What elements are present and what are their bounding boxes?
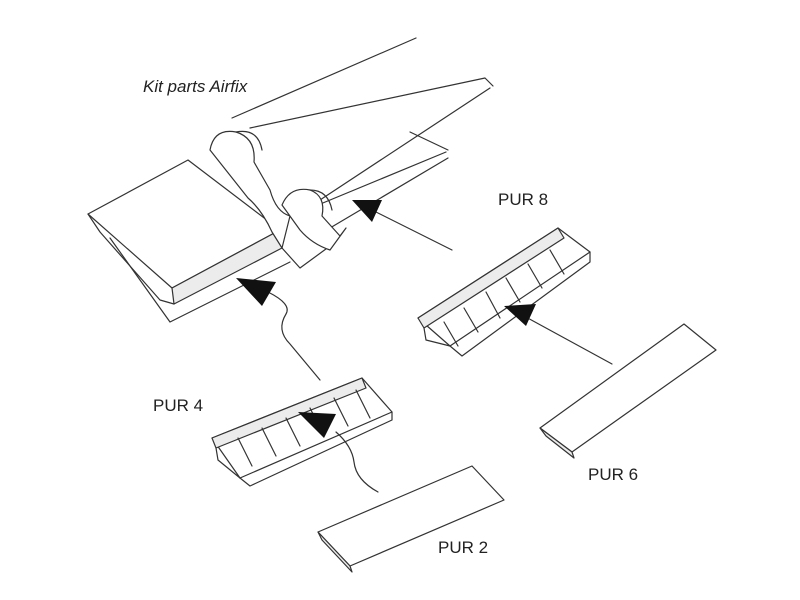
- kit-parts-label: Kit parts Airfix: [143, 77, 248, 96]
- arrow-pur6-to-pur8: [504, 304, 613, 365]
- pur8-label: PUR 8: [498, 190, 549, 209]
- pur8-part: [417, 227, 591, 357]
- arrow-pur2-to-pur4: [298, 412, 379, 493]
- arrow-pur4-to-kit: [236, 278, 321, 381]
- kit-wing-part: [87, 37, 494, 323]
- pur2-label: PUR 2: [438, 538, 489, 557]
- arrow-kit-to-pur8: [352, 200, 453, 251]
- pur6-part: [539, 323, 717, 459]
- pur4-part: [211, 377, 393, 487]
- pur4-label: PUR 4: [153, 396, 204, 415]
- pur6-label: PUR 6: [588, 465, 639, 484]
- pur2-part: [317, 465, 505, 573]
